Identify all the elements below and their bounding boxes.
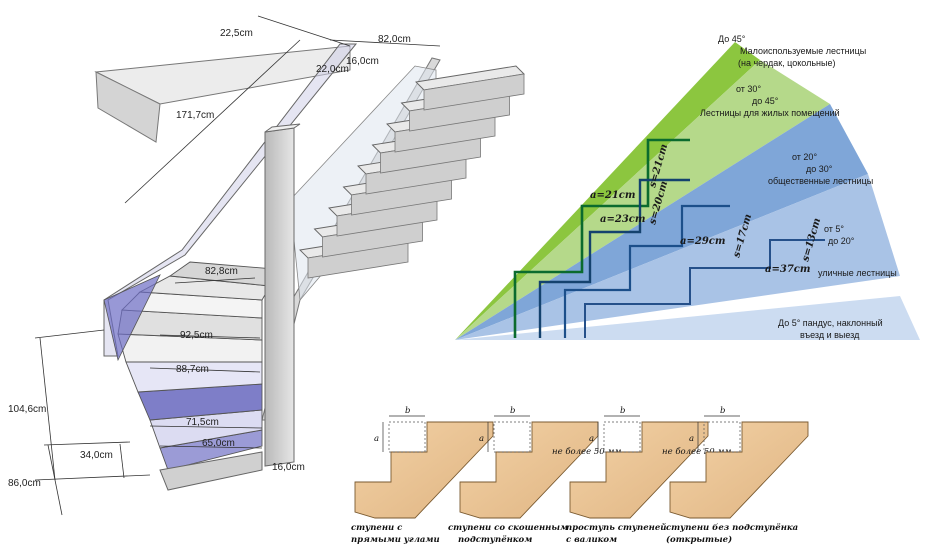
zone1-label-1: от 30° — [736, 84, 761, 94]
dim-88-7: 88,7cm — [176, 364, 209, 375]
zone3-label-1: от 5° — [824, 224, 844, 234]
step-frame — [493, 421, 531, 453]
zone-up-to-5 — [455, 296, 920, 340]
caption-line-1: проступь ступеней — [566, 522, 666, 533]
dim-22-5: 22,5cm — [220, 28, 253, 39]
zone0-label-1: До 45° — [718, 34, 746, 44]
stringer-shadow — [103, 274, 161, 362]
dim-16-0-top: 16,0cm — [346, 56, 379, 67]
step-profiles: b a ступени с прямыми углами b a не более 50 м… — [351, 406, 809, 545]
step-frame — [603, 421, 641, 453]
zone4-label-2: въезд и выезд — [800, 330, 860, 340]
zone3-label-2: до 20° — [828, 236, 855, 246]
step-profile-body — [669, 421, 809, 519]
label-b: b — [720, 406, 725, 416]
zone1-label-3: Лестницы для жилых помещений — [700, 108, 840, 118]
label-a: a — [374, 434, 379, 444]
steps-profile-23 — [538, 178, 690, 338]
profile-4: b a ступени без подступёнка(открытые) — [666, 406, 809, 545]
profile-2: b a не более 50 мм ступени со скошеннымподс… — [448, 406, 621, 545]
stair-base — [159, 451, 263, 491]
landing-slab-side — [95, 71, 161, 143]
zone0-label-3: (на чердак, цокольные) — [738, 58, 835, 68]
profile-1: b a ступени с прямыми углами — [351, 406, 494, 545]
dim-16-0-bottom: 16,0cm — [272, 462, 305, 473]
note-max-50mm: не более 50 мм — [552, 446, 621, 457]
zone1-label-2: до 45° — [752, 96, 779, 106]
steps-profile-37 — [584, 239, 825, 338]
zone2-label-3: общественные лестницы — [768, 176, 873, 186]
zone3-label-3: уличные лестницы — [818, 268, 897, 278]
staircase-3d: 22,5cm 82,0cm 22,0cm 16,0cm 171,7cm 82,8… — [8, 15, 525, 516]
dim-22-0: 22,0cm — [316, 64, 349, 75]
caption-line-2: с валиком — [566, 535, 617, 545]
dimension-lines — [34, 15, 441, 516]
caption-line-2: (открытые) — [666, 534, 732, 545]
zone2-label-2: до 30° — [806, 164, 833, 174]
left-stringer — [103, 43, 358, 357]
label-b: b — [405, 406, 410, 416]
zone-up-to-45 — [455, 42, 760, 340]
dim-171-7: 171,7cm — [176, 110, 214, 121]
dim-71-5: 71,5cm — [186, 417, 219, 428]
step-profile-body — [569, 421, 709, 519]
formula-a29: a=29cm — [680, 236, 725, 247]
steps-profile-29 — [563, 204, 730, 338]
caption-line-2: подступёнком — [458, 534, 532, 545]
dim-34-0: 34,0cm — [80, 450, 113, 461]
step-frame — [703, 421, 741, 453]
winder-treads — [103, 261, 288, 471]
profile-3: b a не более 50 мм проступь ступеней с валик… — [566, 406, 731, 545]
zone-30-45 — [455, 60, 830, 340]
upper-riser — [423, 73, 525, 111]
label-b: b — [510, 406, 515, 416]
zone2-label-1: от 20° — [792, 152, 817, 162]
steps-profile-21 — [513, 138, 690, 338]
upper-flight-treads — [299, 65, 525, 279]
dim-82-8: 82,8cm — [205, 266, 238, 277]
caption-line-1: ступени со скошенным — [448, 523, 568, 533]
label-a: a — [479, 434, 484, 444]
formula-a21: a=21cm — [590, 190, 635, 201]
label-b: b — [620, 406, 625, 416]
step-frame — [388, 421, 426, 453]
zone-5-20 — [455, 174, 900, 340]
zone4-label-1: До 5° пандус, наклонный — [778, 318, 883, 328]
caption-line-1: ступени с — [351, 523, 403, 533]
step-profile-body — [354, 421, 494, 519]
caption-line-2: прямыми углами — [351, 535, 440, 545]
note-max-50mm: не более 50 мм — [662, 446, 731, 457]
zone0-label-2: Малоиспользуемые лестницы — [740, 46, 866, 56]
dim-92-5: 92,5cm — [180, 330, 213, 341]
formula-a23: a=23cm — [600, 214, 645, 225]
label-a: a — [589, 434, 594, 444]
dim-82-0: 82,0cm — [378, 34, 411, 45]
angle-chart: a=21cm s=21cm a=23cm s=20cm a=29cm s=17c… — [455, 34, 920, 340]
dim-65-0: 65,0cm — [202, 438, 235, 449]
dim-104-6: 104,6cm — [8, 404, 46, 415]
step-profile-body — [459, 421, 599, 519]
newel-post — [264, 127, 295, 467]
formula-a37: a=37cm — [765, 264, 810, 275]
newel-post-top — [264, 123, 301, 133]
caption-line-1: ступени без подступёнка — [666, 522, 798, 533]
dim-86-0: 86,0cm — [8, 478, 41, 489]
label-a: a — [689, 434, 694, 444]
